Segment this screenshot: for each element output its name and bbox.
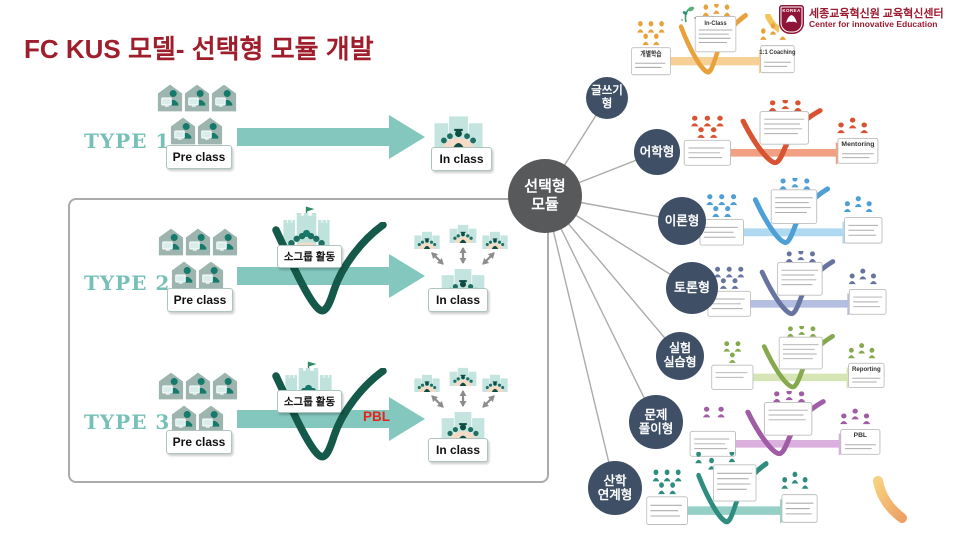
crest-eagle-icon xyxy=(786,14,797,23)
thumb-right-label: 1:1 Coaching xyxy=(759,49,795,57)
module-circle-industry: 산학 연계형 xyxy=(588,461,642,515)
page-title: FC KUS 모델- 선택형 모듈 개발 xyxy=(24,34,374,65)
thumbnail-theory xyxy=(696,178,884,252)
thumbnail-discussion xyxy=(704,251,888,323)
module-label: 산학 연계형 xyxy=(597,473,633,502)
type3-row: TYPE 3 PBL Pre class 소그룹 활동 In class xyxy=(84,361,564,487)
module-circle-language: 어학형 xyxy=(634,129,680,175)
logo-line-english: Center for innovative Education xyxy=(809,19,938,30)
thumbnail-graphic xyxy=(707,251,887,317)
module-label: 토론형 xyxy=(674,279,710,295)
type2-label: TYPE 2 xyxy=(84,271,171,295)
thumb-mid-label: In-Class xyxy=(704,19,727,27)
module-circle-theory: 이론형 xyxy=(658,197,706,245)
in-class-label: In class xyxy=(428,288,488,312)
pbl-tag: PBL xyxy=(363,409,390,424)
in-class-label: In class xyxy=(428,438,488,462)
flow-arrow xyxy=(237,115,425,159)
module-circle-problem: 문제 풀이형 xyxy=(629,395,683,449)
thumb-right-label: Reporting xyxy=(852,367,881,373)
module-label: 문제 풀이형 xyxy=(638,407,674,436)
module-circle-experiment: 실험 실습형 xyxy=(656,332,704,380)
university-logo-bar: KOREA 세종교육혁신원 교육혁신센터 Center for innovati… xyxy=(779,2,958,36)
thumbnail-graphic xyxy=(646,452,818,526)
module-label: 실험 실습형 xyxy=(663,341,697,369)
logo-text: 세종교육혁신원 교육혁신센터 Center for innovative Edu… xyxy=(809,8,944,30)
small-group-label: 소그룹 활동 xyxy=(277,390,342,413)
pre-class-houses-icon xyxy=(157,84,237,145)
module-circle-discussion: 토론형 xyxy=(666,262,718,314)
module-circle-writing: 글쓰기 형 xyxy=(586,77,628,119)
pre-class-label: Pre class xyxy=(167,288,233,312)
logo-line-korean: 세종교육혁신원 교육혁신센터 xyxy=(809,7,944,20)
pre-class-houses-icon xyxy=(158,228,238,289)
type1-label: TYPE 1 xyxy=(84,129,171,153)
hub-circle-selective-module: 선택형 모듈 xyxy=(508,159,582,233)
small-group-label: 소그룹 활동 xyxy=(277,245,342,268)
in-class-groups-icon xyxy=(414,367,508,441)
flow-arrow xyxy=(237,397,425,441)
pre-class-houses-icon xyxy=(158,372,238,433)
type2-row: TYPE 2 Pre class 소그룹 활동 In class xyxy=(84,206,564,347)
pre-class-label: Pre class xyxy=(166,145,232,169)
in-class-room-icon xyxy=(434,116,483,149)
in-class-label: In class xyxy=(431,147,492,171)
thumbnail-problem: PBL xyxy=(686,391,882,463)
thumbnail-writing: 개별학습 In-Class 1:1 Coaching xyxy=(628,4,796,82)
thumb-right-label: Mentoring xyxy=(841,141,874,148)
crest-org-label: KOREA xyxy=(782,7,801,13)
thumbnail-graphic: PBL xyxy=(689,391,881,457)
thumbnail-graphic: Reporting xyxy=(711,326,885,390)
thumb-right-label: PBL xyxy=(854,432,867,439)
thumbnail-experiment: Reporting xyxy=(708,326,886,396)
thumbnail-language: Mentoring xyxy=(680,100,880,172)
type3-label: TYPE 3 xyxy=(84,410,171,434)
type1-row: TYPE 1 Pre class In class xyxy=(84,84,564,209)
thumbnail-industry xyxy=(643,452,819,532)
thumbnail-graphic xyxy=(699,178,883,246)
check-mark-icon xyxy=(272,368,387,461)
check-mark-icon xyxy=(272,222,387,315)
thumbnail-graphic: 개별학습 In-Class 1:1 Coaching xyxy=(631,4,796,76)
corner-arc-decoration xyxy=(873,476,907,523)
thumb-left-label: 개별학습 xyxy=(640,48,661,58)
module-label: 이론형 xyxy=(664,213,700,228)
korea-university-crest-icon: KOREA xyxy=(779,4,804,34)
module-label: 어학형 xyxy=(639,144,675,159)
hub-label: 선택형 모듈 xyxy=(524,178,566,213)
module-label: 글쓰기 형 xyxy=(591,84,623,110)
flow-arrow xyxy=(237,254,425,298)
thumbnail-graphic: Mentoring xyxy=(683,100,879,166)
pre-class-label: Pre class xyxy=(166,430,232,454)
in-class-groups-icon xyxy=(414,224,508,298)
